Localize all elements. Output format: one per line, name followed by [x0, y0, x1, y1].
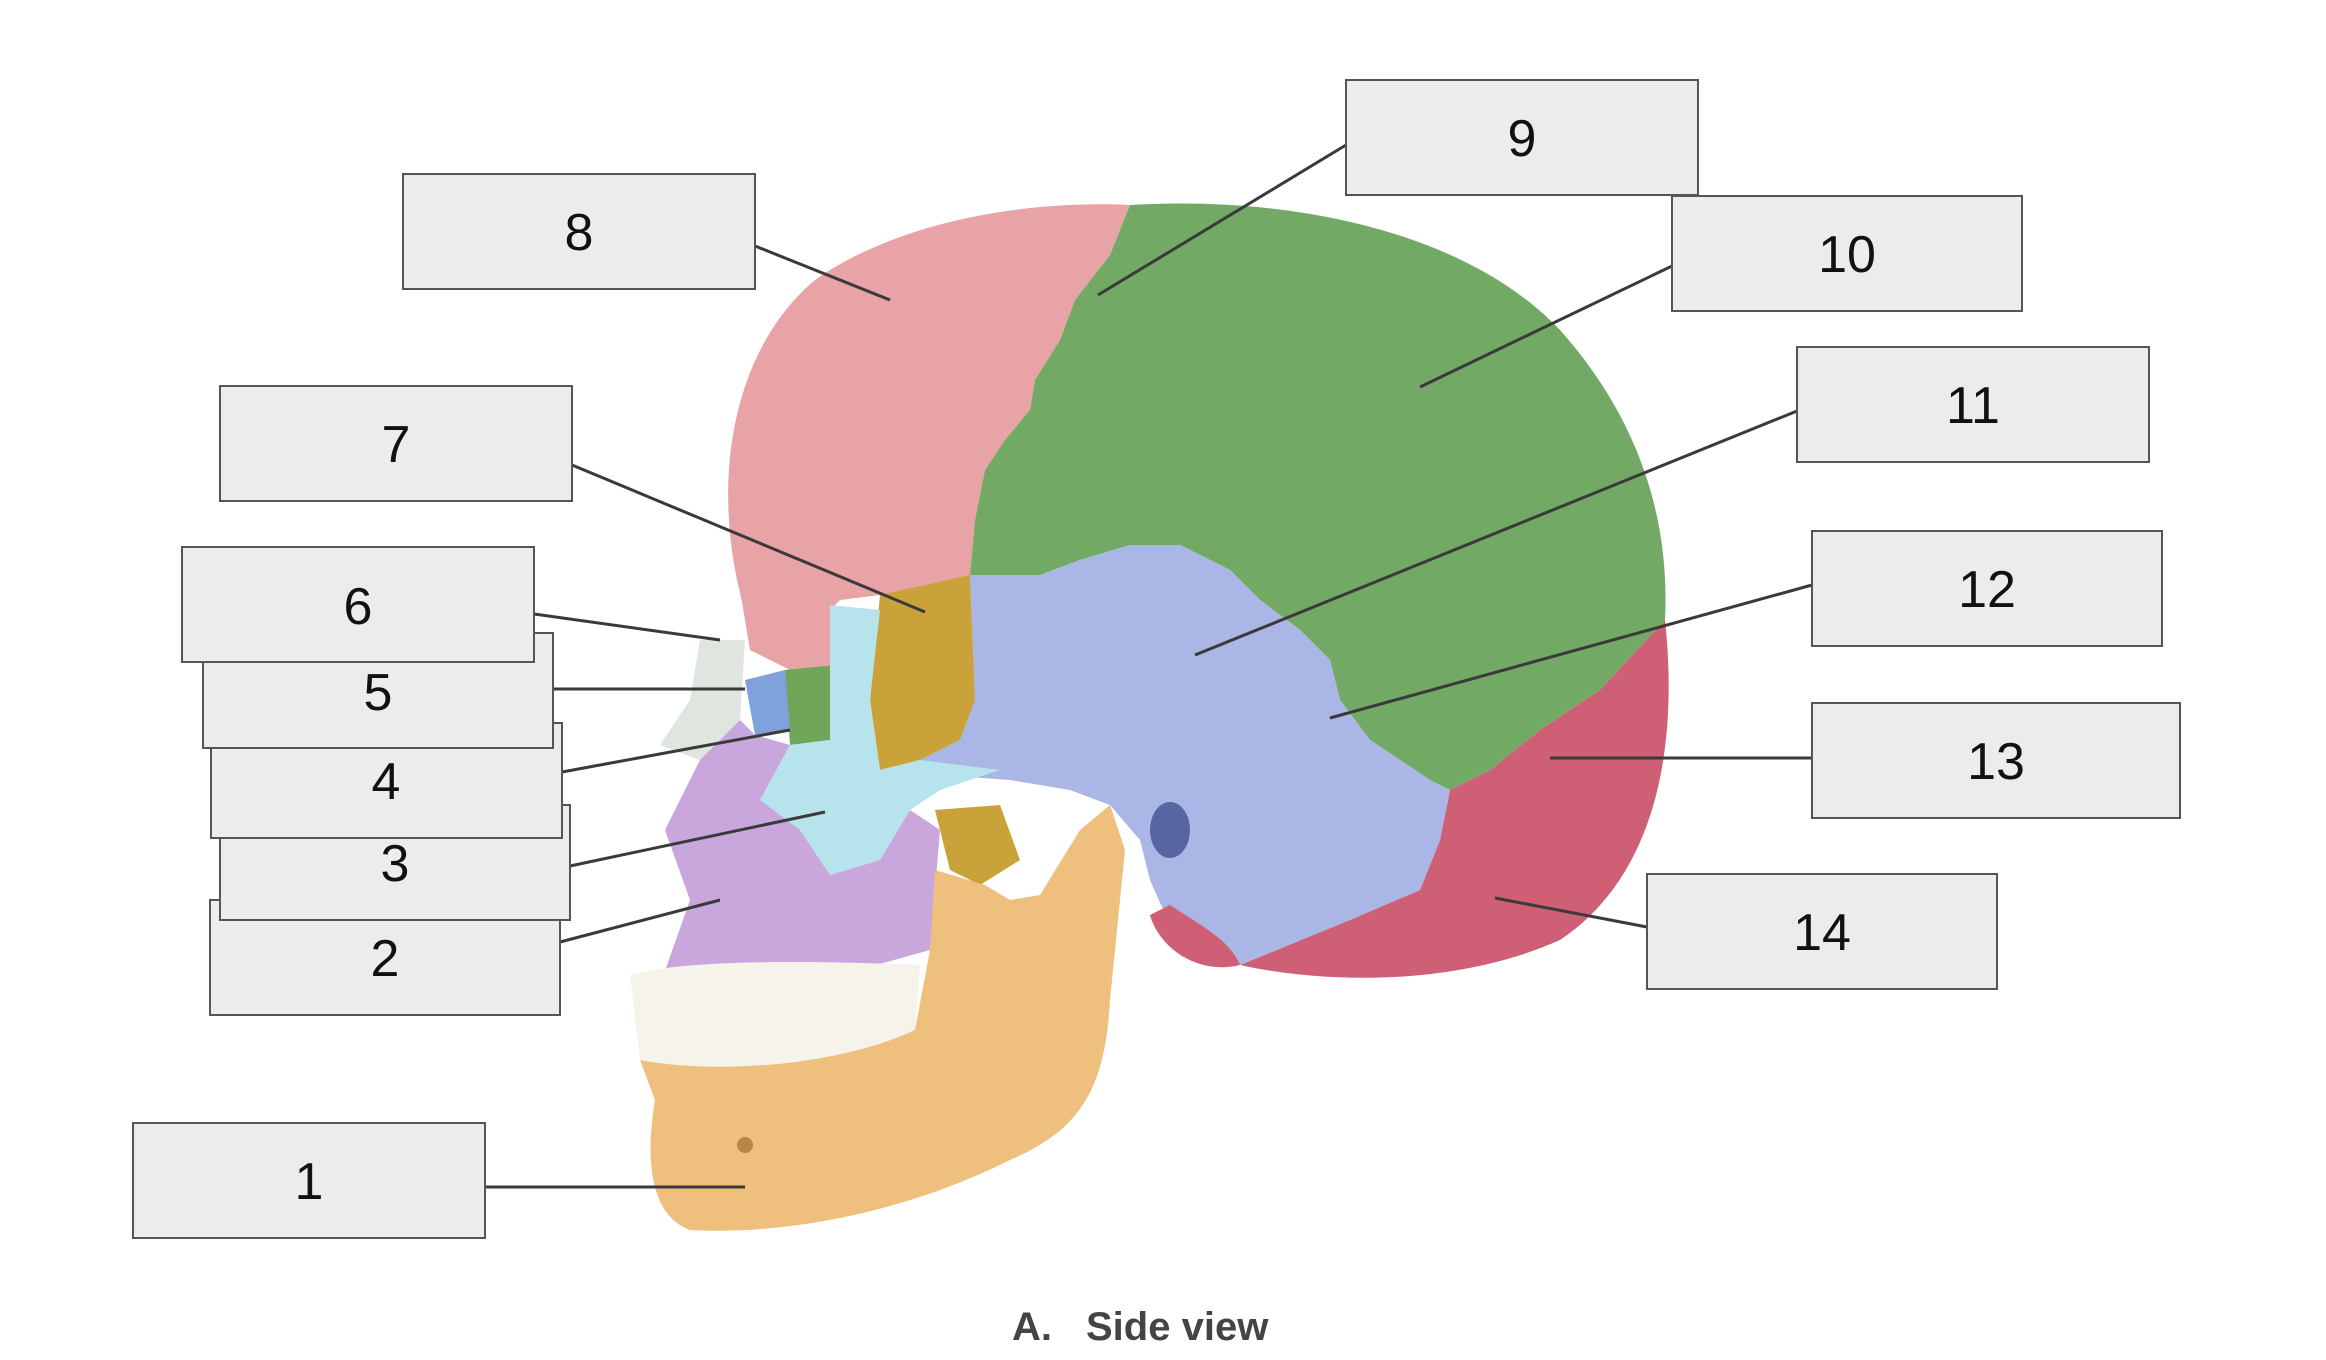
- caption-text: Side view: [1086, 1305, 1269, 1349]
- zygomatic-bone: [760, 605, 1000, 875]
- label-number-9: 9: [1508, 110, 1537, 168]
- leader-line-14: [1494, 896, 1648, 929]
- mastoid-process: [1150, 905, 1240, 968]
- label-box-14[interactable]: 14: [1646, 873, 1998, 990]
- frontal-bone: [728, 204, 1130, 656]
- label-number-1: 1: [295, 1153, 324, 1211]
- leader-line-8: [754, 244, 891, 302]
- leader-line-2: [559, 898, 721, 944]
- skull-illustration: [630, 203, 1669, 1231]
- label-number-10: 10: [1818, 226, 1876, 284]
- label-number-8: 8: [565, 204, 594, 262]
- label-number-6: 6: [344, 578, 373, 636]
- label-number-4: 4: [372, 753, 401, 811]
- label-number-3: 3: [381, 835, 410, 893]
- mandible-bone: [640, 805, 1125, 1231]
- label-box-13[interactable]: 13: [1811, 702, 2181, 819]
- label-number-11: 11: [1946, 377, 2000, 435]
- sphenoid-bone: [870, 575, 975, 770]
- occipital-bone: [1240, 620, 1669, 978]
- label-box-1[interactable]: 1: [132, 1122, 486, 1239]
- leader-line-6: [533, 612, 721, 642]
- leader-line-12: [1329, 583, 1813, 720]
- label-box-10[interactable]: 10: [1671, 195, 2023, 312]
- label-number-13: 13: [1967, 733, 2025, 791]
- label-number-14: 14: [1793, 904, 1851, 962]
- leader-lines: [485, 143, 1813, 1189]
- leader-line-9: [1097, 143, 1347, 297]
- leader-line-7: [571, 463, 926, 614]
- mental-foramen: [737, 1137, 753, 1153]
- sphenoid-lower: [935, 805, 1020, 885]
- label-number-2: 2: [371, 930, 400, 988]
- lacrimal-bone: [745, 670, 790, 735]
- orbit: [735, 560, 840, 670]
- label-box-8[interactable]: 8: [402, 173, 756, 290]
- label-box-11[interactable]: 11: [1796, 346, 2150, 463]
- label-number-12: 12: [1958, 561, 2016, 619]
- label-box-9[interactable]: 9: [1345, 79, 1699, 196]
- ear-canal: [1150, 802, 1190, 858]
- nasal-bone: [660, 640, 745, 760]
- leader-line-11: [1194, 409, 1798, 657]
- leader-line-3: [569, 810, 826, 868]
- label-box-7[interactable]: 7: [219, 385, 573, 502]
- caption-letter: A.: [1012, 1305, 1052, 1349]
- label-box-6[interactable]: 6: [181, 546, 535, 663]
- parietal-bone: [970, 203, 1666, 791]
- maxilla-bone: [660, 720, 940, 985]
- label-number-7: 7: [382, 416, 411, 474]
- leader-line-10: [1419, 264, 1673, 389]
- ethmoid-bone: [785, 665, 835, 745]
- teeth: [630, 962, 920, 1067]
- leader-line-4: [561, 728, 791, 774]
- label-box-12[interactable]: 12: [1811, 530, 2163, 647]
- label-number-5: 5: [364, 664, 393, 722]
- temporal-bone: [920, 545, 1450, 965]
